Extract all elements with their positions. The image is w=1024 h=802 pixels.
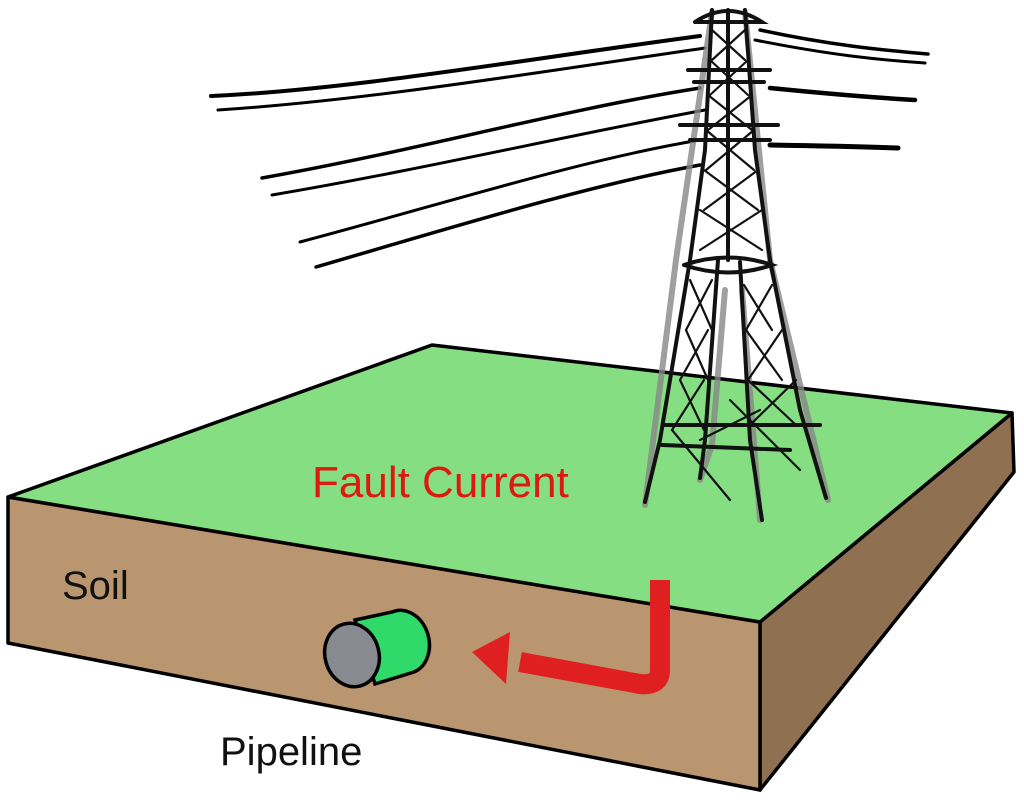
pipeline xyxy=(322,608,432,689)
power-line xyxy=(758,28,930,56)
power-line xyxy=(314,163,702,269)
power-line xyxy=(298,138,702,244)
ground-block xyxy=(6,343,1016,792)
power-line xyxy=(767,85,918,103)
pipeline-label: Pipeline xyxy=(220,730,363,774)
power-line xyxy=(270,108,707,197)
power-line xyxy=(216,46,707,112)
power-line xyxy=(209,34,702,98)
pipe-end xyxy=(322,621,382,689)
power-lines xyxy=(209,28,930,269)
power-line xyxy=(260,86,702,180)
transmission-tower xyxy=(642,8,831,523)
arrow-head-icon xyxy=(472,632,510,684)
power-line xyxy=(767,142,901,151)
fault-current-arrow xyxy=(472,580,670,695)
power-line xyxy=(753,38,927,65)
fault-current-label: Fault Current xyxy=(312,458,569,507)
soil-label: Soil xyxy=(62,564,129,608)
